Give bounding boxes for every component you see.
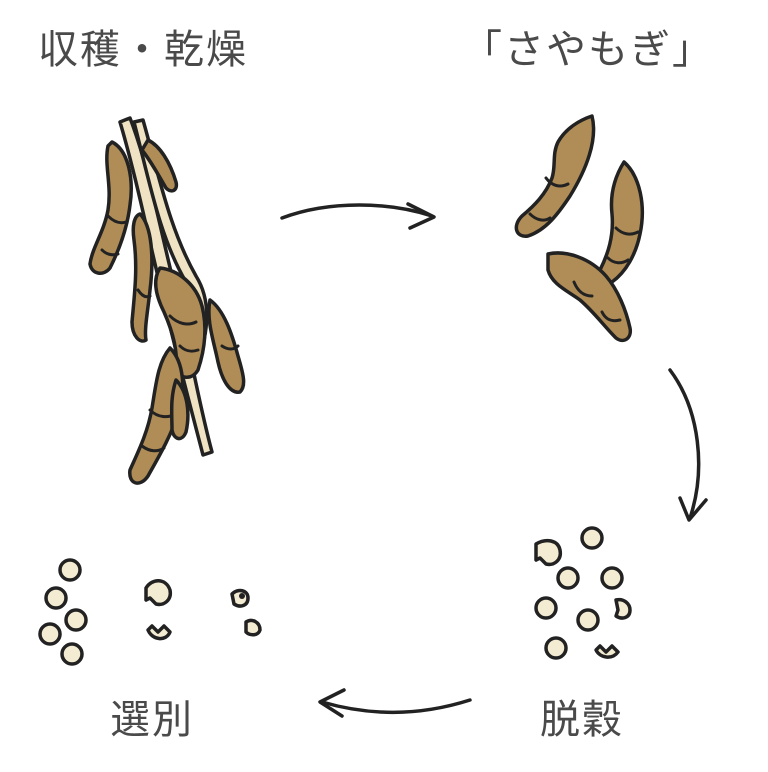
damaged-bean xyxy=(244,618,262,637)
arrow-harvest-to-sayamogi xyxy=(280,203,434,220)
bean xyxy=(600,566,624,590)
dried-pod xyxy=(169,378,190,441)
beans-icon xyxy=(534,526,632,660)
bean xyxy=(556,566,580,590)
step-label-dehull: 脱穀 xyxy=(540,697,624,743)
step-label-sayamogi: 「さやもぎ」 xyxy=(462,27,714,73)
bean xyxy=(534,596,558,620)
dried-pod xyxy=(207,298,246,394)
bean xyxy=(576,608,600,632)
broken-bean xyxy=(594,644,620,659)
broken-bean xyxy=(534,538,563,567)
good-bean xyxy=(60,642,84,666)
broken-bean xyxy=(614,597,632,620)
good-bean xyxy=(64,608,88,632)
bean xyxy=(544,636,568,660)
loose-pod xyxy=(514,114,596,238)
step-label-sort: 選別 xyxy=(110,697,194,743)
soybean-plant-icon xyxy=(88,116,246,485)
good-bean xyxy=(44,586,68,610)
arrow-sayamogi-to-dehull xyxy=(668,368,701,520)
step-label-harvest: 収穫・乾燥 xyxy=(38,27,248,73)
soybean-pods-icon xyxy=(514,114,644,343)
arrow-dehull-to-sort xyxy=(320,698,472,714)
bean xyxy=(580,526,604,550)
dried-pod xyxy=(130,212,154,343)
split-bean xyxy=(146,624,172,641)
split-bean xyxy=(144,579,173,607)
loose-pod xyxy=(597,160,644,286)
good-bean xyxy=(38,622,62,646)
sorted-beans-icon xyxy=(38,558,262,666)
dried-pod xyxy=(140,138,179,193)
cycle-arrow-icon xyxy=(280,202,708,718)
dried-pod xyxy=(88,140,133,275)
damaged-bean xyxy=(230,588,250,608)
bean-spot xyxy=(239,593,245,599)
good-bean xyxy=(58,558,82,582)
